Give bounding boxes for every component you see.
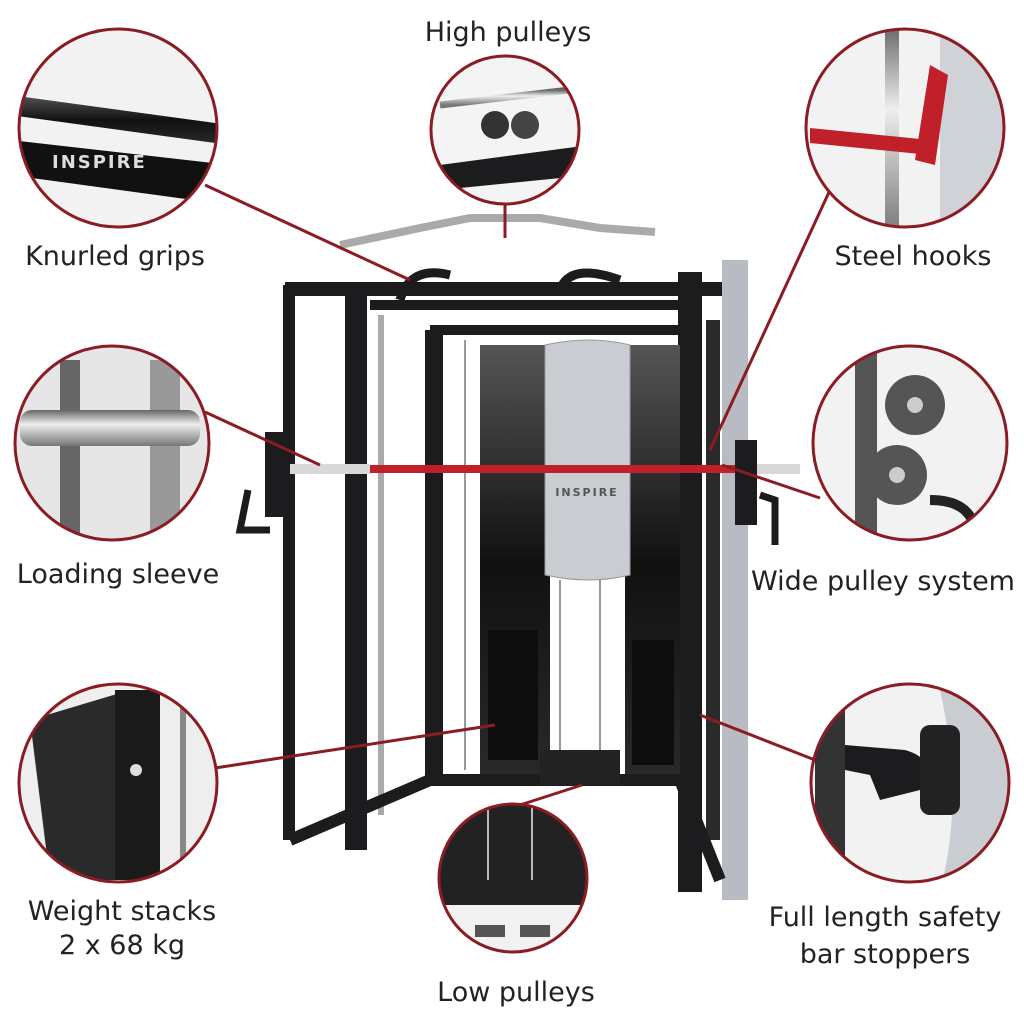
label-safety-stoppers-line2: bar stoppers [799,939,971,970]
pointer-lines [204,183,832,807]
label-loading-sleeve: Loading sleeve [16,559,220,590]
label-weight-stacks: Weight stacks [27,896,217,927]
label-low-pulleys: Low pulleys [437,977,595,1008]
exercise-chart [544,339,631,581]
label-weight-stacks-detail: 2 x 68 kg [58,930,186,961]
grip-brand: INSPIRE [52,152,147,173]
pullup-grip-left [395,268,452,302]
label-knurled-grips: Knurled grips [25,241,205,272]
label-safety-stoppers-line1: Full length safety [768,902,1002,933]
upright-front-left [345,290,367,850]
detail-low-pulleys [437,802,589,954]
lat-bar [339,214,656,249]
chart-brand: INSPIRE [555,486,618,499]
weight-stack-left [488,630,538,760]
detail-safety-stoppers [809,682,1011,884]
label-wide-pulley-system: Wide pulley system [751,566,1015,597]
detail-knurled-grips: INSPIRE [17,27,219,229]
upright-silver [722,260,748,900]
label-steel-hooks: Steel hooks [834,241,992,272]
smith-bar [300,465,800,473]
detail-wide-pulley [811,344,1009,542]
detail-high-pulleys [429,54,581,206]
pullup-grip-right [555,268,622,292]
weight-stack-right [632,640,674,765]
machine: INSPIRE [235,214,800,900]
label-high-pulleys: High pulleys [424,17,592,48]
detail-weight-stacks [17,682,219,884]
detail-loading-sleeve [13,344,211,542]
detail-steel-hooks [804,27,1006,229]
